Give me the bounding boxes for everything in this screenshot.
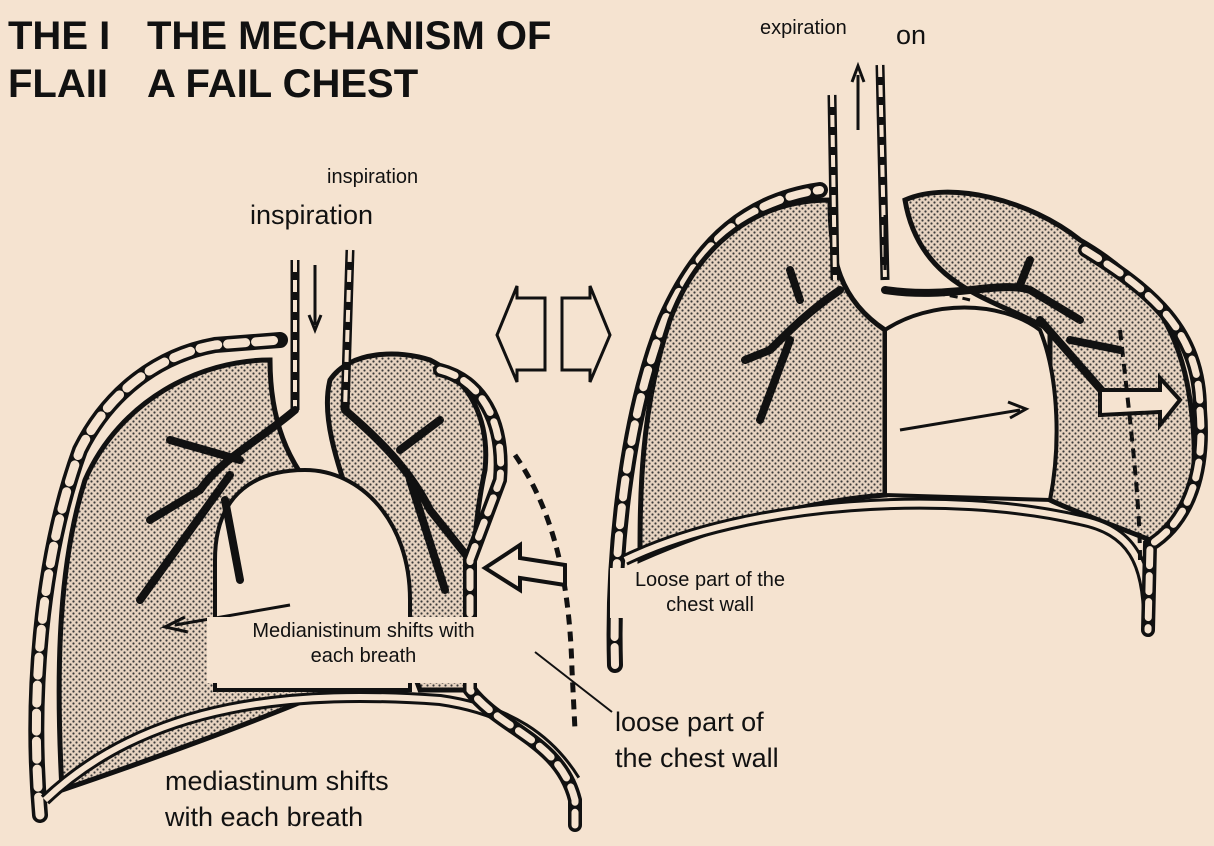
mediastinum-label-line1: mediastinum shifts bbox=[165, 763, 389, 799]
loose-part-box-line2: chest wall bbox=[610, 593, 810, 618]
label-inspiration-small: inspiration bbox=[327, 166, 418, 189]
page-title-line2: A FAIL CHEST bbox=[147, 60, 551, 108]
left-dashed-wall-outline bbox=[515, 455, 575, 730]
page-title: THE MECHANISM OF A FAIL CHEST bbox=[141, 12, 551, 108]
loose-part-label: loose part of the chest wall bbox=[615, 704, 779, 776]
loose-part-label-line1: loose part of bbox=[615, 704, 779, 740]
arrow-left-icon bbox=[497, 286, 545, 382]
title-behind: THE I FLAII bbox=[8, 12, 110, 108]
loose-part-box: Loose part of the chest wall bbox=[610, 568, 810, 618]
mediastinum-box: Medianistinum shifts with each breath bbox=[207, 617, 520, 683]
label-inspiration-large: inspiration bbox=[250, 200, 373, 231]
mediastinum-box-line1: Medianistinum shifts with bbox=[207, 619, 520, 644]
mediastinum-label: mediastinum shifts with each breath bbox=[165, 763, 389, 835]
page-title-line1: THE MECHANISM OF bbox=[147, 12, 551, 60]
loose-part-box-line1: Loose part of the bbox=[610, 568, 810, 593]
left-trachea bbox=[295, 250, 350, 410]
right-mediastinum bbox=[885, 308, 1057, 501]
mediastinum-label-line2: with each breath bbox=[165, 799, 389, 835]
label-expiration-fragment: on bbox=[896, 20, 926, 51]
title-behind-line1: THE I bbox=[8, 12, 110, 60]
arrow-right-icon bbox=[562, 286, 610, 382]
left-inward-arrow bbox=[485, 545, 565, 590]
label-expiration: expiration bbox=[760, 17, 847, 40]
loose-part-label-line2: the chest wall bbox=[615, 740, 779, 776]
transition-arrows bbox=[497, 286, 610, 382]
title-behind-line2: FLAII bbox=[8, 60, 110, 108]
mediastinum-box-line2: each breath bbox=[207, 644, 520, 669]
